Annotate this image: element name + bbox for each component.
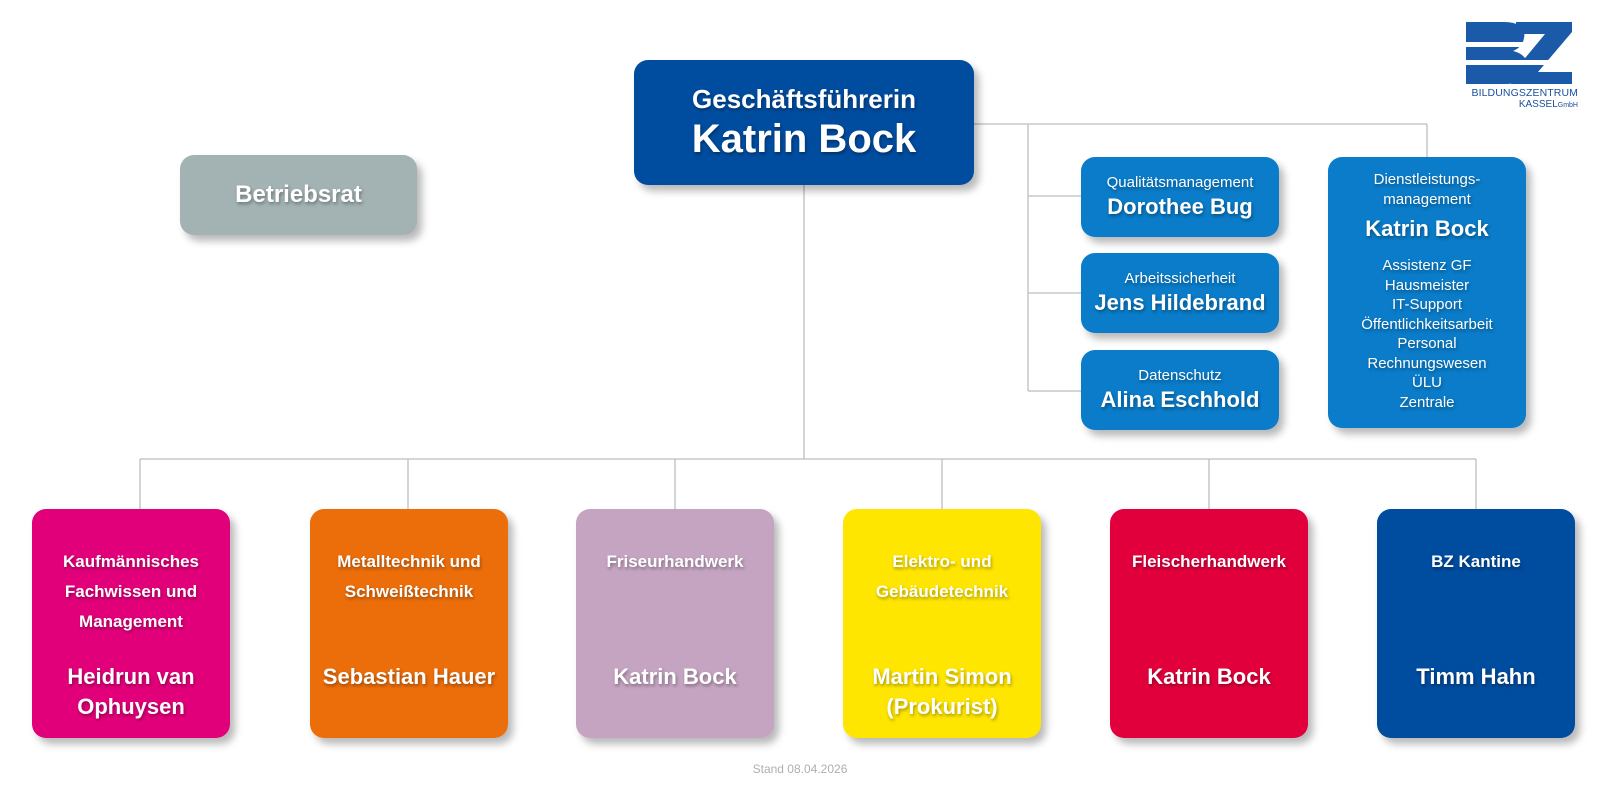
- dept-box-electrical: Elektro- und Gebäudetechnik Martin Simon…: [843, 509, 1041, 738]
- services-item: Assistenz GF: [1382, 257, 1472, 274]
- services-item: Öffentlichkeitsarbeit: [1361, 315, 1493, 333]
- services-name: Katrin Bock: [1365, 216, 1489, 241]
- dept-head: Katrin Bock: [1147, 664, 1271, 689]
- dept-head: Sebastian Hauer: [322, 664, 496, 689]
- dept-title: Metalltechnik und Schweißtechnik: [337, 552, 481, 601]
- staff-role: Qualitätsmanagement: [1106, 174, 1254, 191]
- ceo-name: Katrin Bock: [691, 116, 917, 161]
- services-role: Dienstleistungs-management: [1373, 171, 1481, 208]
- dept-box-commercial: Kaufmännisches Fachwissen und Management…: [32, 509, 230, 738]
- dept-title: BZ Kantine: [1431, 552, 1521, 571]
- logo-line-2: KASSELGmbH: [1518, 99, 1578, 110]
- dept-title: Fleischerhandwerk: [1131, 552, 1286, 571]
- stand-date: Stand 08.04.2026: [752, 762, 848, 776]
- logo-line-1: BILDUNGSZENTRUM: [1471, 87, 1578, 99]
- staff-role: Datenschutz: [1138, 367, 1222, 384]
- staff-name: Dorothee Bug: [1107, 194, 1253, 219]
- ceo-role: Geschäftsführerin: [692, 83, 916, 114]
- staff-box-safety: Arbeitssicherheit Jens Hildebrand: [1081, 253, 1279, 333]
- bz-logo: BILDUNGSZENTRUM KASSELGmbH: [1466, 22, 1578, 110]
- services-item: Personal: [1397, 335, 1457, 352]
- dept-box-butchery: Fleischerhandwerk Katrin Bock: [1110, 509, 1308, 738]
- dept-box-canteen: BZ Kantine Timm Hahn: [1377, 509, 1575, 738]
- services-item: Rechnungswesen: [1367, 354, 1487, 372]
- dept-title: Kaufmännisches Fachwissen und Management: [62, 552, 200, 631]
- staff-name: Jens Hildebrand: [1094, 290, 1266, 315]
- dept-title: Friseurhandwerk: [606, 552, 744, 571]
- staff-name: Alina Eschhold: [1100, 387, 1260, 412]
- bz-logo-mark: [1466, 22, 1572, 84]
- dept-head: Timm Hahn: [1416, 664, 1536, 689]
- services-item: ÜLU: [1411, 374, 1442, 391]
- dept-box-metal: Metalltechnik und Schweißtechnik Sebasti…: [310, 509, 508, 738]
- services-item: IT-Support: [1391, 296, 1463, 313]
- staff-box-privacy: Datenschutz Alina Eschhold: [1081, 350, 1279, 430]
- works-council-box: Betriebsrat: [180, 155, 417, 235]
- dept-head: Heidrun van Ophuysen: [67, 664, 195, 719]
- dept-title: Elektro- und Gebäudetechnik: [875, 552, 1009, 601]
- dept-head: Martin Simon (Prokurist): [872, 664, 1012, 719]
- services-item: Hausmeister: [1384, 276, 1470, 294]
- dept-box-hairdressing: Friseurhandwerk Katrin Bock: [576, 509, 774, 738]
- services-item: Zentrale: [1399, 393, 1455, 411]
- services-list: Assistenz GF Hausmeister IT-Support Öffe…: [1361, 256, 1492, 412]
- works-council-label: Betriebsrat: [235, 181, 362, 208]
- ceo-box: Geschäftsführerin Katrin Bock: [634, 60, 974, 185]
- staff-role: Arbeitssicherheit: [1124, 270, 1236, 287]
- staff-box-quality: Qualitätsmanagement Dorothee Bug: [1081, 157, 1279, 237]
- dept-head: Katrin Bock: [613, 664, 737, 689]
- services-box: Dienstleistungs-management Katrin Bock A…: [1328, 157, 1526, 428]
